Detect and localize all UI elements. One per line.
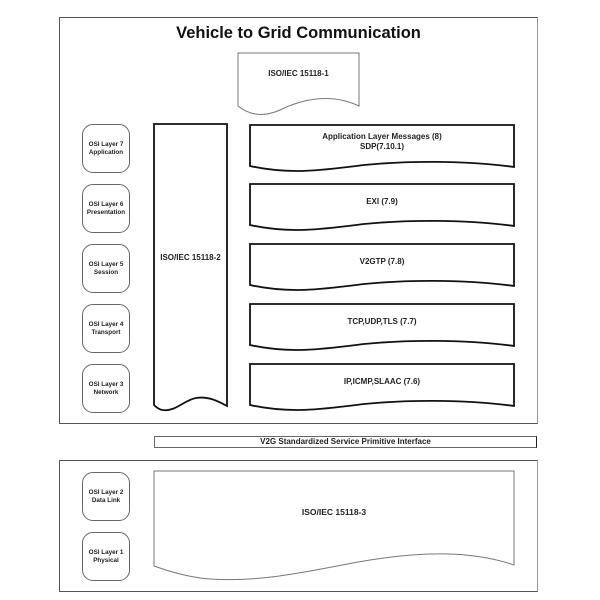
iso-15118-1-label: ISO/IEC 15118-1 [268,69,329,78]
osi-layer-1-box: OSI Layer 1 Physical [82,532,130,581]
osi-layer-name: Session [93,268,119,276]
osi-layer-number: OSI Layer 7 [88,140,124,148]
osi-layer-number: OSI Layer 5 [88,260,124,268]
osi-layer-number: OSI Layer 1 [88,548,124,556]
protocol-ip-icmp-slaac-label: IP,ICMP,SLAAC (7.6) [250,377,514,387]
iso-15118-2-label: ISO/IEC 15118-2 [160,253,221,262]
v2g-communication-frame [59,17,538,424]
osi-layer-name: Application [88,148,124,156]
osi-layer-name: Data Link [91,496,121,504]
diagram-title: Vehicle to Grid Communication [176,24,421,42]
protocol-application-messages-label: Application Layer Messages (8) SDP(7.10.… [250,132,514,151]
protocol-line-1: Application Layer Messages (8) [322,132,442,141]
iso-15118-3-label: ISO/IEC 15118-3 [301,507,367,517]
service-primitive-interface-bar: V2G Standardized Service Primitive Inter… [154,436,537,448]
osi-layer-name: Network [93,388,119,396]
osi-layer-2-box: OSI Layer 2 Data Link [82,472,130,521]
osi-layer-6-box: OSI Layer 6 Presentation [82,184,130,233]
osi-layer-name: Presentation [86,208,126,216]
protocol-line-1: TCP,UDP,TLS (7.7) [347,317,417,326]
osi-layer-4-box: OSI Layer 4 Transport [82,304,130,353]
protocol-v2gtp-label: V2GTP (7.8) [250,257,514,267]
osi-layer-number: OSI Layer 2 [88,488,124,496]
protocol-line-2: SDP(7.10.1) [359,141,405,151]
osi-layer-3-box: OSI Layer 3 Network [82,364,130,413]
osi-layer-number: OSI Layer 3 [88,380,124,388]
protocol-line-1: IP,ICMP,SLAAC (7.6) [343,377,421,386]
protocol-line-1: EXI (7.9) [366,197,398,206]
protocol-line-1: V2GTP (7.8) [359,257,405,266]
osi-layer-name: Physical [93,556,119,564]
osi-layer-name: Transport [91,328,121,336]
osi-layer-5-box: OSI Layer 5 Session [82,244,130,293]
osi-layer-number: OSI Layer 6 [88,200,124,208]
protocol-exi-label: EXI (7.9) [250,197,514,207]
osi-layer-number: OSI Layer 4 [88,320,124,328]
protocol-tcp-udp-tls-label: TCP,UDP,TLS (7.7) [250,317,514,327]
physical-datalink-frame [59,460,538,592]
osi-layer-7-box: OSI Layer 7 Application [82,124,130,173]
